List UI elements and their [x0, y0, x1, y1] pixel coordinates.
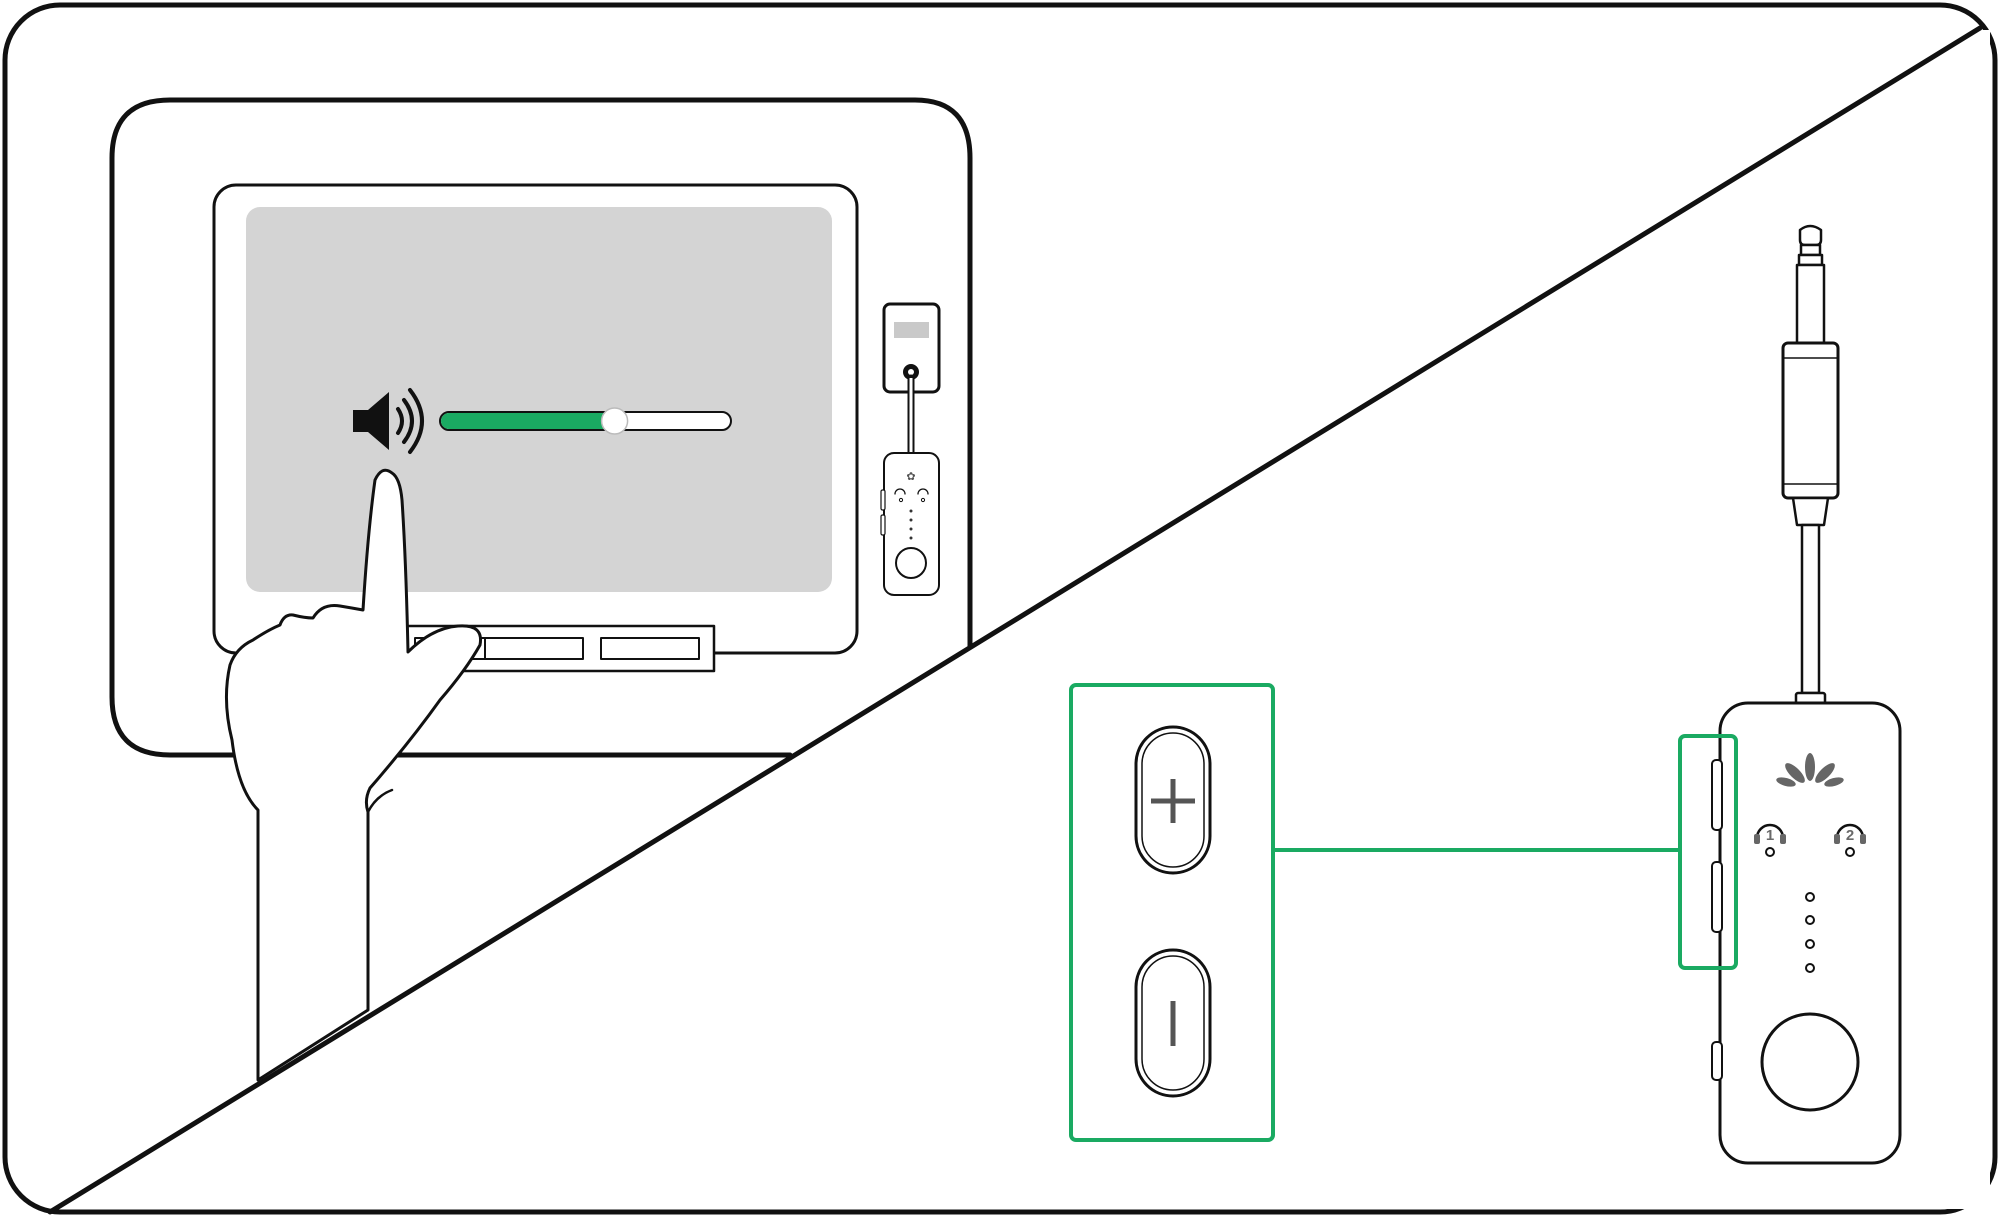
hand-knuckle-line [366, 788, 394, 814]
lotus-icon [1776, 753, 1844, 787]
mini-headphone-icon-1 [894, 488, 906, 495]
sound-wave-small [396, 407, 404, 435]
status-led-4 [1805, 963, 1815, 973]
jack-panel-label [894, 322, 929, 338]
plug-housing [1781, 341, 1840, 500]
screen-display [246, 207, 832, 592]
transmitter-cable [1800, 523, 1821, 695]
plus-icon [1151, 779, 1195, 823]
plug-sleeve [1795, 263, 1826, 345]
volume-slider-knob[interactable] [600, 407, 629, 435]
mini-lotus-icon: ✿ [906, 471, 915, 483]
status-led-1 [1805, 892, 1815, 902]
sound-wave-large [408, 388, 424, 454]
headphone-jack-inner [908, 369, 914, 375]
volume-slider-fill [441, 413, 615, 429]
side-volume-down-button[interactable] [1711, 861, 1723, 933]
headphone-label-2: 2 [1846, 827, 1854, 844]
plug-ring-1 [1799, 243, 1822, 257]
headphone-icon-1: 1 [1754, 823, 1786, 844]
sound-wave-medium [402, 398, 414, 444]
monitor-button-3[interactable] [600, 637, 700, 660]
headphone-icon-2: 2 [1834, 823, 1866, 844]
side-volume-up-button[interactable] [1711, 759, 1723, 831]
status-led-3 [1805, 939, 1815, 949]
side-power-button[interactable] [1711, 1041, 1723, 1081]
multifunction-button[interactable] [1760, 1012, 1860, 1112]
volume-slider[interactable] [439, 407, 732, 435]
transmitter: 1 2 [1711, 224, 1902, 1165]
plug-strain-relief [1791, 496, 1830, 527]
led-headphone-1 [1765, 847, 1775, 857]
headphone-label-1: 1 [1766, 827, 1774, 844]
volume-down-button[interactable] [1134, 948, 1212, 1098]
status-led-2 [1805, 915, 1815, 925]
mini-headphone-icon-2 [917, 488, 929, 495]
volume-buttons-callout [1069, 683, 1275, 1142]
monitor-button-2[interactable] [484, 637, 584, 660]
monitor-bezel [109, 97, 973, 758]
plug-ring-2 [1797, 253, 1824, 267]
hand-pointer [224, 468, 483, 1082]
diagonal-divider [47, 25, 1983, 1215]
audio-plug [1781, 224, 1840, 527]
led-headphone-2 [1845, 847, 1855, 857]
volume-up-button[interactable] [1134, 725, 1212, 875]
speaker-icon [353, 388, 424, 454]
mini-multifunction-button [895, 547, 927, 579]
plug-tip [1798, 224, 1823, 247]
mini-transmitter: ✿ [880, 374, 940, 596]
speaker-cone [353, 392, 389, 450]
